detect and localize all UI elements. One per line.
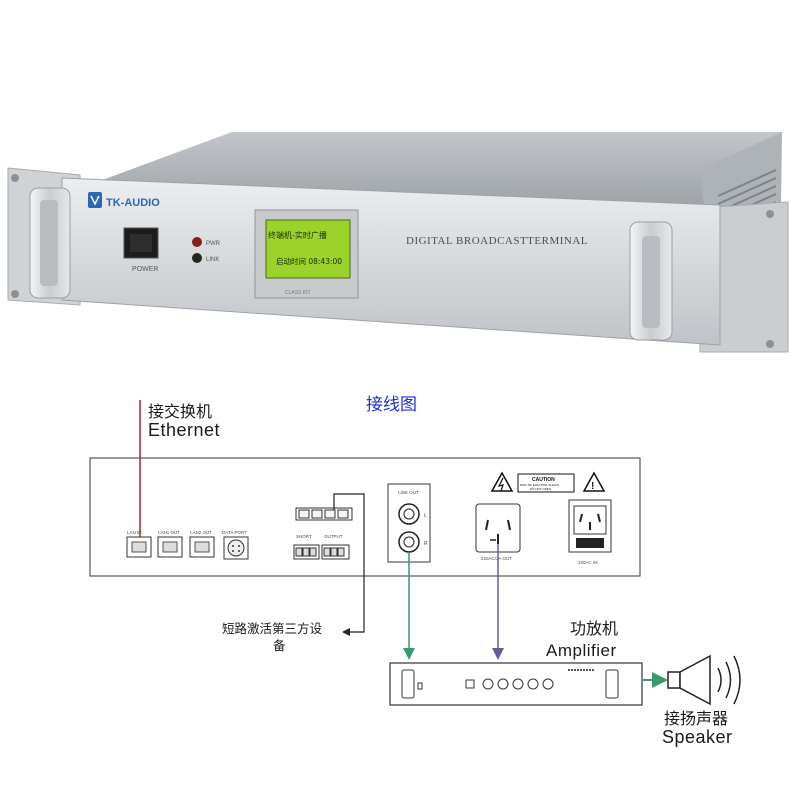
short-terminal-top[interactable] <box>295 507 353 521</box>
device-photo: TK-AUDIO POWER PWR LINK 终端机-实时广播 启动时间 08… <box>7 132 789 353</box>
line-out-block[interactable] <box>387 483 431 563</box>
short-terminal-bottom[interactable] <box>293 544 320 560</box>
short-circuit-label-2: 备 <box>273 638 286 653</box>
lan1-out-label: LAN1 OUT <box>158 530 180 535</box>
brand-name: TK-AUDIO <box>106 197 160 209</box>
svg-text:!: ! <box>591 481 594 492</box>
diagram-title: 接线图 <box>366 395 417 415</box>
led-link <box>192 253 202 263</box>
short-circuit-label-1: 短路激活第三方设 <box>222 621 323 636</box>
ethernet-label-en: Ethernet <box>148 420 220 440</box>
ethernet-label-cn: 接交换机 <box>148 402 212 421</box>
caution-sub-2: DO NOT OPEN <box>530 487 551 491</box>
short-circuit-wire <box>333 493 365 633</box>
ac-out-label: 220AC/3A OUT <box>481 556 512 561</box>
lan2-out-label: LAN2 OUT <box>190 530 212 535</box>
caution-title: CAUTION <box>532 477 555 483</box>
brand-logo <box>88 192 102 208</box>
speaker-label-cn: 接扬声器 <box>664 709 728 728</box>
data-port-label: DATA PORT <box>222 530 247 535</box>
output-block-label: OUTPUT <box>324 534 343 539</box>
lan1-out-port[interactable] <box>157 536 183 558</box>
model-text: DIGITAL BROADCASTTERMINAL <box>406 235 588 247</box>
lan-in-port[interactable] <box>126 536 152 558</box>
lcd-screen <box>265 219 351 279</box>
lan-in-label: LAN IN <box>127 530 142 535</box>
data-port[interactable] <box>223 536 249 560</box>
lan2-out-port[interactable] <box>189 536 215 558</box>
led-pwr-label: PWR <box>206 241 221 247</box>
line-out-l: L <box>424 513 427 519</box>
ac-in-label: 220AC IN <box>578 560 598 565</box>
short-block-label: SHORT <box>296 534 312 539</box>
lcd-line-1: 终端机-实时广播 <box>268 230 327 240</box>
line-out-r: R <box>424 541 428 547</box>
lcd-line-2: 启动时间 08:43:00 <box>276 256 342 266</box>
lcd-caption: CLASS KIT <box>285 290 311 296</box>
caution-box <box>517 473 575 493</box>
speaker-label-en: Speaker <box>662 727 733 747</box>
amplifier-label-en: Amplifier <box>546 641 617 660</box>
led-pwr <box>192 237 202 247</box>
power-label: POWER <box>132 266 158 273</box>
line-out-label: LINE OUT <box>398 490 419 495</box>
caution-triangle-right: ! <box>582 471 606 492</box>
speaker-icon <box>667 654 741 706</box>
device-front-panel <box>61 177 721 346</box>
ac-out-socket[interactable] <box>475 503 521 553</box>
amplifier-unit <box>389 662 643 706</box>
output-terminal-bottom[interactable] <box>321 544 350 560</box>
led-link-label: LINK <box>206 257 219 263</box>
amplifier-label-cn: 功放机 <box>570 619 618 638</box>
ac-in-socket[interactable] <box>568 499 612 553</box>
caution-triangle-left <box>490 471 514 492</box>
caution-sub-1: RISK OF ELECTRIC SHOCK <box>520 483 559 487</box>
